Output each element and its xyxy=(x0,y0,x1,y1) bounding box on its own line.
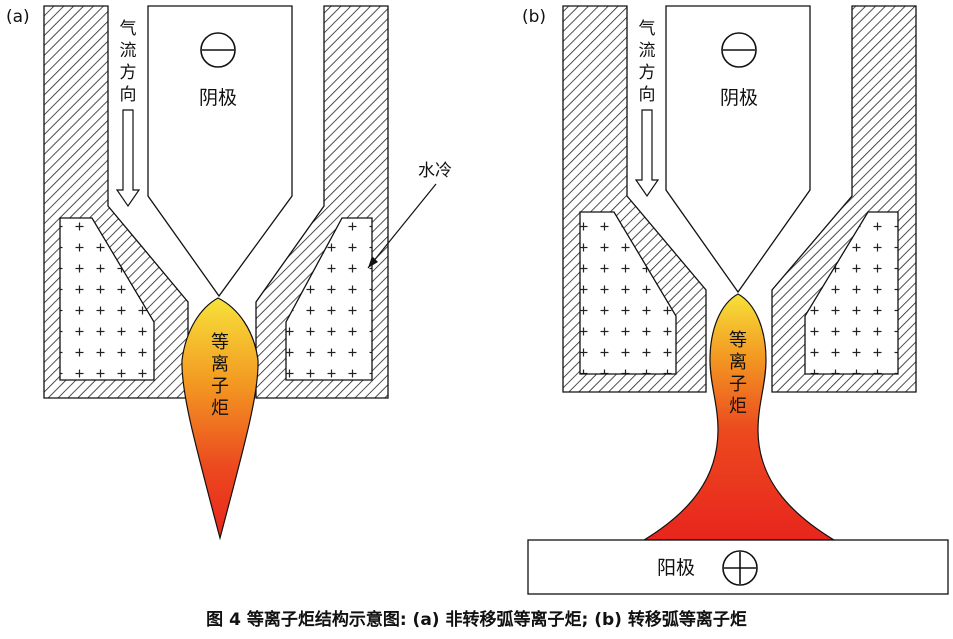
panel-a: (a) 阴极 气 流 方 向 等 离 子 炬 水 xyxy=(6,5,452,541)
svg-text:向: 向 xyxy=(120,85,137,105)
panel-b-gas-direction: 气 流 方 向 xyxy=(639,19,656,105)
figure-caption: 图 4 等离子炬结构示意图: (a) 非转移弧等离子炬; (b) 转移弧等离子炬 xyxy=(206,610,747,630)
panel-b-cooling-right xyxy=(804,211,899,375)
panel-a-minus-icon xyxy=(200,32,236,68)
panel-a-gas-arrow xyxy=(115,109,141,208)
svg-text:向: 向 xyxy=(639,85,656,105)
panel-a-cooling-right xyxy=(285,217,373,381)
svg-text:离: 离 xyxy=(729,352,747,373)
svg-text:气: 气 xyxy=(639,19,656,39)
panel-b-anode-label: 阳极 xyxy=(657,557,695,579)
svg-text:等: 等 xyxy=(211,332,229,353)
panel-a-cathode xyxy=(147,5,293,298)
svg-text:子: 子 xyxy=(211,376,229,397)
svg-text:等: 等 xyxy=(729,330,747,351)
svg-text:方: 方 xyxy=(120,63,137,83)
panel-b-cooling-left xyxy=(579,211,677,375)
panel-a-plasma-label: 等 离 子 炬 xyxy=(211,332,229,419)
svg-text:方: 方 xyxy=(639,63,656,83)
panel-b-tag: (b) xyxy=(522,7,546,27)
panel-a-cathode-label: 阴极 xyxy=(199,87,237,109)
panel-a-plasma-flame xyxy=(181,297,259,541)
panel-b-plasma-label: 等 离 子 炬 xyxy=(729,330,747,417)
panel-a-cooling-pointer xyxy=(367,183,437,269)
svg-text:气: 气 xyxy=(120,19,137,39)
svg-text:炬: 炬 xyxy=(211,398,229,419)
panel-b: (b) 阴极 气 流 方 向 等 离 子 炬 阳极 xyxy=(522,5,949,595)
panel-a-gas-direction: 气 流 方 向 xyxy=(120,19,137,105)
svg-text:流: 流 xyxy=(639,41,656,61)
panel-b-cathode-label: 阴极 xyxy=(720,87,758,109)
svg-text:子: 子 xyxy=(729,374,747,395)
panel-b-minus-icon xyxy=(721,32,757,68)
panel-b-gas-arrow xyxy=(634,109,660,198)
svg-text:炬: 炬 xyxy=(729,396,747,417)
panel-a-water-cooling-label: 水冷 xyxy=(418,161,452,181)
panel-a-tag: (a) xyxy=(6,7,30,27)
panel-a-cooling-left xyxy=(59,217,155,381)
panel-b-cathode xyxy=(665,5,811,294)
svg-text:流: 流 xyxy=(120,41,137,61)
svg-text:离: 离 xyxy=(211,354,229,375)
panel-b-anode xyxy=(527,539,949,595)
panel-b-plus-icon xyxy=(722,550,758,586)
